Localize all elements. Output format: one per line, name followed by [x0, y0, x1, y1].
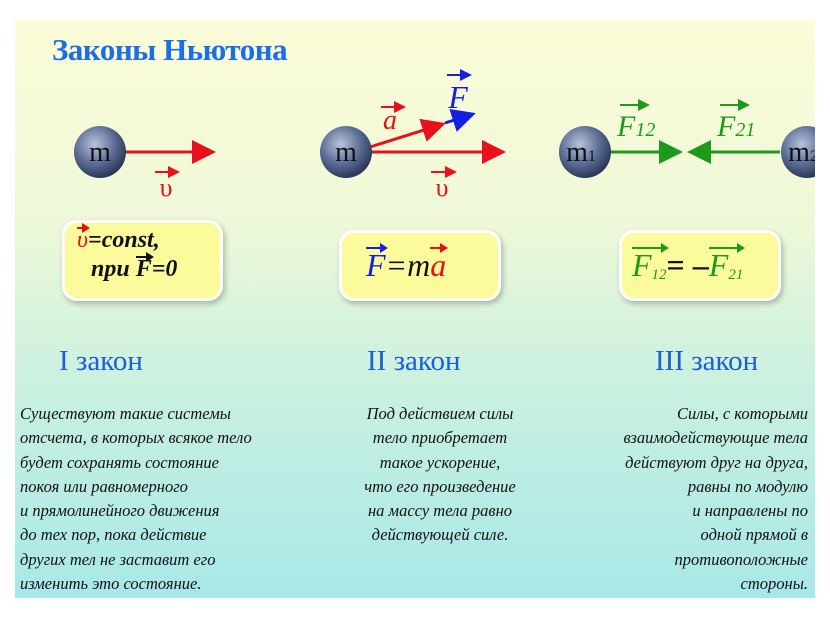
mass1-label: m1: [566, 137, 596, 168]
description-line: Под действием силы: [366, 404, 514, 423]
law2-formula-box: F=ma: [342, 233, 498, 298]
description-line: Силы, с которыми: [676, 404, 808, 423]
velocity-symbol: υ: [77, 223, 91, 253]
mass-ball: [74, 126, 126, 178]
description-line: изменить это состояние.: [20, 574, 202, 594]
force-arrow: [444, 109, 476, 132]
description-line: и направлены по: [692, 501, 808, 521]
law1-heading: I закон: [59, 345, 143, 377]
description-line: стороны.: [740, 574, 808, 594]
zero-text: =0: [151, 256, 178, 282]
mass-ball: [320, 126, 372, 178]
description-line: будет сохранять состояние: [20, 452, 219, 472]
description-line: и прямолинейного движения: [20, 501, 220, 521]
force-symbol: F: [366, 243, 388, 283]
newton-diagram: m υ m a F υ m1 m2 F12: [74, 69, 815, 202]
law1-description: Существуют такие системы отсчета, в котор…: [20, 402, 252, 596]
description-line: равны по модулю: [687, 476, 808, 496]
law3-formula-box: F12= –F21: [622, 233, 778, 298]
description-line: других тел не заставит его: [20, 549, 216, 569]
description-line: такое ускорение,: [379, 452, 501, 472]
acceleration-arrow: [369, 118, 446, 149]
law1-formula: υ=const, при F=0: [77, 223, 178, 283]
force-label: F: [447, 79, 468, 115]
mass-label: m: [335, 137, 357, 168]
slide-title: Законы Ньютона: [52, 32, 288, 67]
acceleration-symbol: a: [430, 243, 449, 283]
force12-symbol: F12: [632, 243, 669, 283]
pri-text: при: [91, 256, 136, 282]
description-line: взаимодействующие тела: [623, 428, 808, 448]
acceleration-label: a: [383, 105, 397, 136]
force21-label: F21: [716, 110, 755, 143]
description-line: противоположные: [674, 549, 808, 569]
velocity-label: υ: [436, 173, 449, 202]
force21-symbol: F21: [708, 243, 745, 283]
description-line: тело приобретает: [372, 428, 508, 448]
velocity-label: υ: [160, 173, 173, 202]
description-line: покоя или равномерного: [20, 476, 188, 496]
mass2-label: m2: [788, 137, 815, 168]
law1-diagram: m υ: [74, 126, 216, 202]
equals-minus-text: = –: [666, 247, 709, 283]
description-line: на массу тела равно: [367, 501, 513, 521]
force12-label: F12: [616, 110, 655, 143]
law2-diagram: m a F υ: [320, 69, 506, 202]
law3-formula: F12= –F21: [632, 243, 745, 284]
slide: Законы Ньютона m υ m: [15, 20, 815, 598]
law3-description: Силы, с которыми взаимодействующие тела де…: [623, 402, 808, 596]
law2-description: Под действием силы тело приобретает такое …: [320, 402, 560, 548]
description-line: отсчета, в которых всякое тело: [20, 428, 252, 448]
force-symbol: F: [135, 252, 154, 282]
equals-m-text: =m: [385, 247, 431, 283]
description-line: действуют друг на друга,: [625, 452, 808, 472]
law2-heading: II закон: [367, 345, 461, 377]
description-line: одной прямой в: [700, 525, 808, 545]
mass-label: m: [89, 137, 111, 168]
description-line: действующей силе.: [371, 525, 509, 545]
law2-formula: F=ma: [366, 243, 449, 284]
const-text: =const,: [88, 227, 160, 253]
law3-diagram: m1 m2 F12 F21: [559, 99, 815, 178]
mass2-ball: [781, 126, 815, 178]
law1-formula-box: υ=const, при F=0: [65, 223, 220, 298]
mass1-ball: [559, 126, 611, 178]
law3-heading: III закон: [655, 345, 759, 377]
description-line: Существуют такие системы: [20, 404, 231, 423]
description-line: что его произведение: [364, 476, 516, 496]
description-line: до тех пор, пока действие: [20, 525, 207, 545]
